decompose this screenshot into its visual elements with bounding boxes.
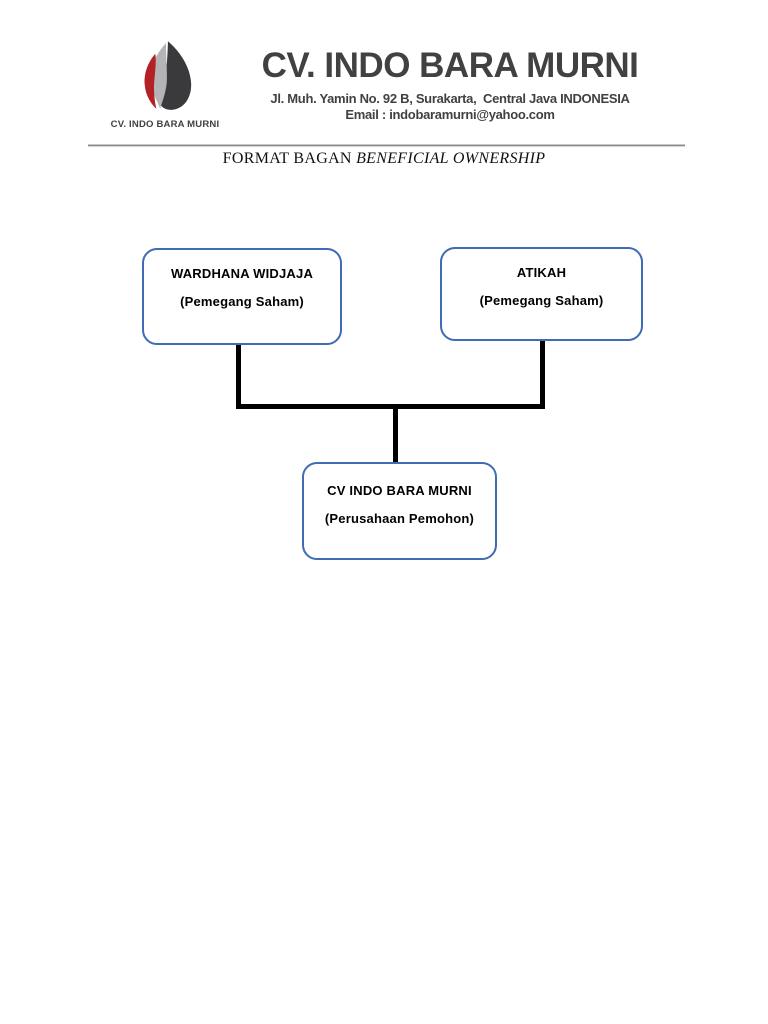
logo-caption: CV. INDO BARA MURNI: [110, 119, 220, 130]
company-address: Jl. Muh. Yamin No. 92 B, Surakarta, Cent…: [270, 90, 630, 106]
document-title-italic: BENEFICIAL OWNERSHIP: [356, 150, 546, 167]
connector-horizontal-bar: [236, 404, 545, 409]
connector-shareholder1-vertical: [236, 344, 241, 407]
header-divider-line: [88, 144, 685, 147]
document-title-regular: FORMAT BAGAN: [222, 150, 357, 167]
company-name: CV. INDO BARA MURNI: [261, 46, 639, 85]
company-logo: CV. INDO BARA MURNI: [105, 38, 225, 130]
node-name: CV INDO BARA MURNI: [327, 483, 472, 498]
document-title: FORMAT BAGAN BENEFICIAL OWNERSHIP: [0, 150, 768, 168]
connector-shareholder2-vertical: [540, 340, 545, 407]
node-shareholder-atikah: ATIKAH (Pemegang Saham): [440, 247, 643, 341]
node-role: (Perusahaan Pemohon): [324, 511, 475, 526]
node-shareholder-wardhana-widjaja: WARDHANA WIDJAJA (Pemegang Saham): [142, 248, 342, 345]
node-name: WARDHANA WIDJAJA: [170, 266, 314, 281]
company-email: Email : indobaramurni@yahoo.com: [345, 106, 555, 122]
node-role: (Pemegang Saham): [479, 293, 604, 308]
connector-company-vertical: [393, 407, 398, 466]
node-role: (Pemegang Saham): [180, 294, 304, 309]
node-name: ATIKAH: [516, 265, 567, 280]
flame-logo-icon: [144, 41, 192, 110]
letterhead: CV. INDO BARA MURNI Jl. Muh. Yamin No. 9…: [240, 46, 660, 123]
node-company-cv-indo-bara-murni: CV INDO BARA MURNI (Perusahaan Pemohon): [302, 462, 497, 560]
